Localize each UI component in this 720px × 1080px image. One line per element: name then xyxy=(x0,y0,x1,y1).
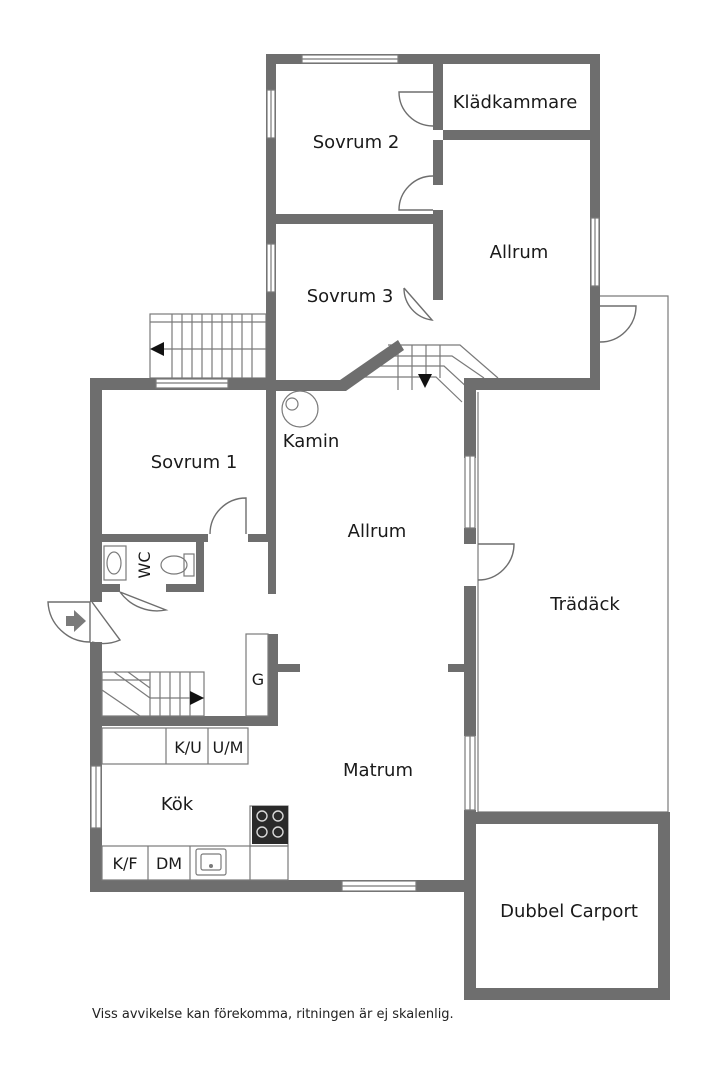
label-wc: WC xyxy=(135,552,154,579)
outdoor-stairs xyxy=(149,313,267,379)
label-tradack: Trädäck xyxy=(549,594,620,615)
indoor-stairs xyxy=(101,671,205,717)
label-kamin: Kamin xyxy=(283,431,339,452)
g-cabinet xyxy=(245,633,269,717)
label-sovrum-3: Sovrum 3 xyxy=(307,286,394,307)
stair-down-arrow-icon xyxy=(418,374,432,388)
fireplace-icon xyxy=(281,390,319,428)
stove-icon xyxy=(252,806,288,844)
label-g: G xyxy=(252,670,264,689)
label-kf: K/F xyxy=(112,854,137,873)
label-dm: DM xyxy=(156,854,182,873)
label-um: U/M xyxy=(213,738,244,757)
stair-right-arrow-icon xyxy=(190,691,204,705)
label-matrum: Matrum xyxy=(343,760,413,781)
label-dubbel-carport: Dubbel Carport xyxy=(500,901,638,922)
label-allrum-main: Allrum xyxy=(348,521,407,542)
kitchen-cabinets xyxy=(101,727,289,881)
label-allrum-upper: Allrum xyxy=(490,242,549,263)
wc-fixtures xyxy=(103,545,195,581)
label-kladkammare: Klädkammare xyxy=(453,92,578,113)
center-stairs xyxy=(364,344,499,403)
label-kok: Kök xyxy=(161,794,194,815)
label-ku: K/U xyxy=(174,738,202,757)
label-sovrum-2: Sovrum 2 xyxy=(313,132,400,153)
stair-arrow-icon xyxy=(150,342,164,356)
entrance-arrow-icon xyxy=(66,610,86,632)
sink-icon xyxy=(195,848,227,876)
doors xyxy=(47,91,637,645)
disclaimer-note: Viss avvikelse kan förekomma, ritningen … xyxy=(92,1007,454,1022)
windows xyxy=(90,54,600,892)
room-labels: Klädkammare Sovrum 2 Allrum Sovrum 3 Kam… xyxy=(112,92,637,922)
label-sovrum-1: Sovrum 1 xyxy=(151,452,238,473)
deck-outline xyxy=(477,295,669,813)
